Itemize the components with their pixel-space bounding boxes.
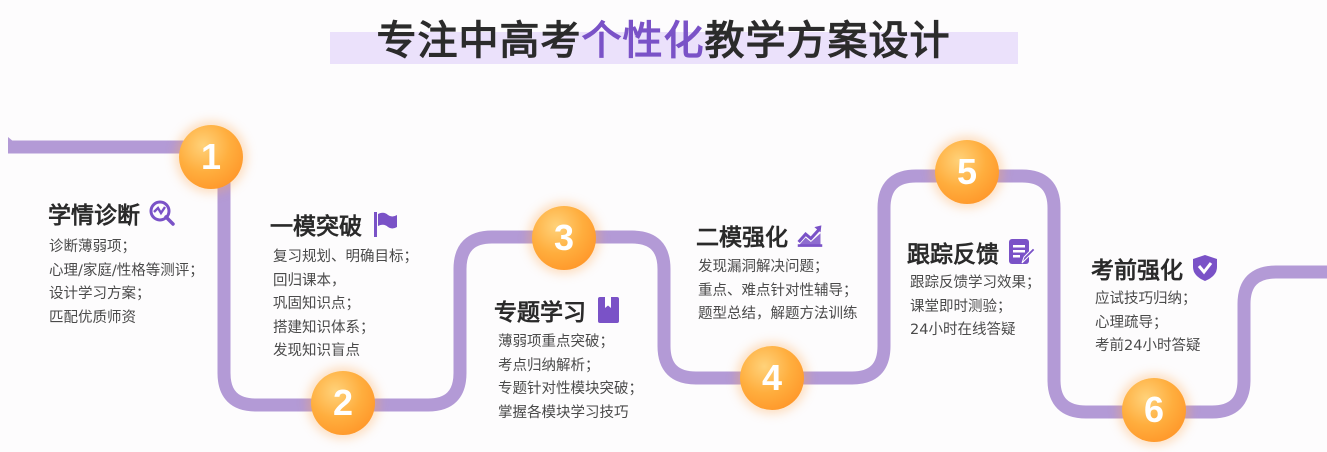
step-2-item: 巩固知识点； — [273, 296, 360, 312]
search-chart-icon — [148, 199, 176, 227]
step-6-title-text: 考前强化 — [1091, 258, 1183, 284]
step-2-description: 复习规划、明确目标； 回归课本， 巩固知识点； 搭建知识体系； 发现知识盲点 — [273, 246, 418, 364]
shield-check-icon — [1191, 254, 1219, 282]
step-2-title: 一模突破 — [270, 207, 398, 241]
step-1-number: 1 — [200, 136, 222, 177]
step-5-title-text: 跟踪反馈 — [907, 242, 999, 268]
step-2-item: 复习规划、明确目标； — [273, 249, 418, 265]
step-2-item: 搭建知识体系； — [273, 319, 375, 336]
step-5-number: 5 — [956, 151, 978, 192]
step-4-number: 4 — [761, 357, 783, 398]
step-3-title-text: 专题学习 — [494, 300, 586, 326]
title-highlight: 个性化 — [581, 18, 705, 64]
step-6-item: 应试技巧归纳； — [1095, 291, 1197, 307]
step-1-title-text: 学情诊断 — [48, 203, 140, 229]
step-3-item: 薄弱项重点突破； — [498, 334, 614, 350]
step-1-item: 设计学习方案； — [49, 286, 151, 302]
step-2-badge: 2 — [311, 371, 375, 435]
step-2-item: 回归课本， — [273, 272, 346, 289]
step-4-item: 重点、难点针对性辅导； — [698, 282, 858, 299]
step-4-title-text: 二模强化 — [696, 225, 788, 251]
step-3-item: 掌握各模块学习技巧 — [498, 404, 629, 421]
step-3-item: 考点归纳解析； — [498, 357, 600, 374]
step-3-badge: 3 — [532, 206, 596, 270]
step-1-description: 诊断薄弱项； 心理/家庭/性格等测评； 设计学习方案； 匹配优质师资 — [49, 236, 204, 330]
step-1-item: 诊断薄弱项； — [49, 239, 136, 255]
step-6-item: 考前24小时答疑 — [1095, 338, 1201, 354]
step-6-badge: 6 — [1122, 378, 1186, 442]
title-highlight-band — [330, 32, 1018, 64]
step-4-badge: 4 — [740, 346, 804, 410]
trend-chart-icon — [796, 221, 824, 249]
step-1-badge: 1 — [179, 125, 243, 189]
step-4-item: 题型总结，解题方法训练 — [698, 306, 858, 322]
title-prefix: 专注中高考 — [376, 18, 582, 64]
book-icon — [594, 296, 622, 324]
step-6-description: 应试技巧归纳； 心理疏导； 考前24小时答疑 — [1095, 288, 1200, 359]
step-1-item: 匹配优质师资 — [49, 309, 136, 326]
step-1-item: 心理/家庭/性格等测评； — [49, 262, 204, 279]
page-title: 专注中高考个性化教学方案设计 — [0, 8, 1327, 66]
step-2-title-text: 一模突破 — [270, 214, 362, 240]
flag-icon — [370, 210, 398, 238]
step-3-title: 专题学习 — [494, 293, 622, 327]
step-2-item: 发现知识盲点 — [273, 343, 360, 359]
step-6-item: 心理疏导； — [1095, 314, 1168, 331]
step-2-number: 2 — [332, 382, 354, 423]
step-6-title: 考前强化 — [1091, 251, 1219, 285]
step-3-description: 薄弱项重点突破； 考点归纳解析； 专题针对性模块突破； 掌握各模块学习技巧 — [498, 331, 643, 425]
step-6-number: 6 — [1143, 389, 1165, 430]
edit-document-icon — [1007, 238, 1035, 266]
step-3-number: 3 — [553, 217, 575, 258]
step-3-item: 专题针对性模块突破； — [498, 381, 643, 397]
step-4-description: 发现漏洞解决问题； 重点、难点针对性辅导； 题型总结，解题方法训练 — [698, 256, 858, 327]
step-5-badge: 5 — [935, 140, 999, 204]
step-5-description: 跟踪反馈学习效果； 课堂即时测验； 24小时在线答疑 — [910, 272, 1041, 343]
step-5-title: 跟踪反馈 — [907, 235, 1035, 269]
title-suffix: 教学方案设计 — [704, 18, 951, 64]
step-4-title: 二模强化 — [696, 218, 824, 252]
step-5-item: 跟踪反馈学习效果； — [910, 275, 1041, 291]
step-1-title: 学情诊断 — [48, 196, 176, 230]
step-5-item: 24小时在线答疑 — [910, 322, 1016, 338]
step-4-item: 发现漏洞解决问题； — [698, 259, 829, 275]
step-5-item: 课堂即时测验； — [910, 298, 1012, 315]
